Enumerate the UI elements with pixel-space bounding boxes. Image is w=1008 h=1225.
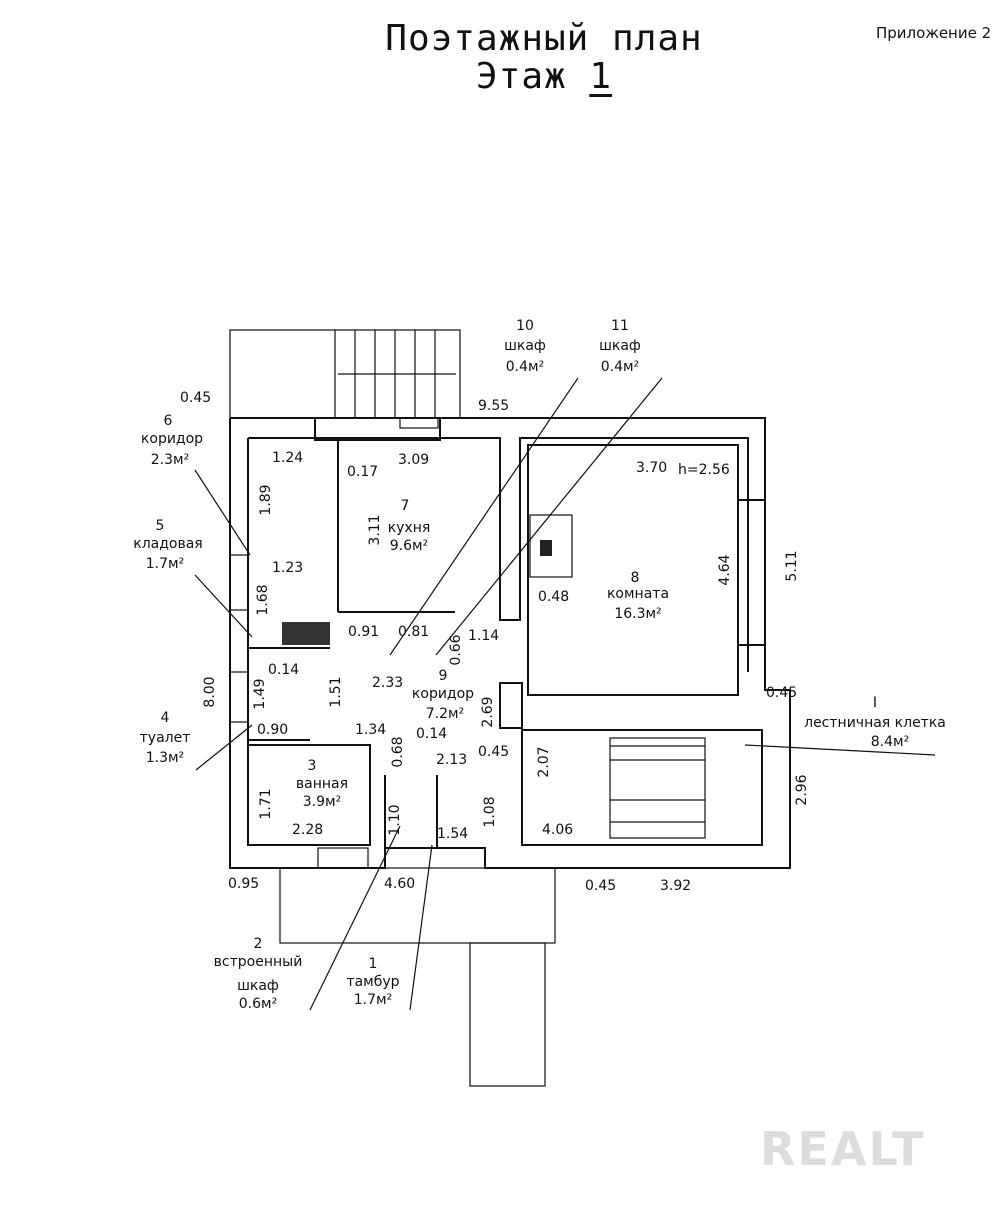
dimension: 4.64 [717,554,733,585]
room-4-number: 4 [161,710,170,726]
dimension: 0.45 [478,744,509,760]
dimension: 0.14 [268,662,299,678]
dimension: 0.81 [398,624,429,640]
watermark: REALT [760,1122,926,1176]
room-2-number: 2 [254,936,263,952]
floor-title: Этаж 1 [0,56,1008,97]
room-11-name: шкаф [599,338,641,354]
dimension: 1.68 [255,584,271,615]
floor-number: 1 [589,56,613,97]
dimension: 2.07 [536,746,552,777]
dimension: 4.06 [542,822,573,838]
room-4-name: туалет [140,730,191,746]
north-stair [334,330,456,418]
dimension: 0.45 [766,685,797,701]
dimension: 0.45 [180,390,211,406]
room-6-number: 6 [164,413,173,429]
dimension: 1.89 [258,484,274,515]
dimension-labels: 0.45 9.55 1.24 0.17 3.09 3.70 h=2.56 1.8… [180,390,810,894]
room-8-area: 16.3м² [614,606,661,622]
dimension: 1.08 [482,796,498,827]
dimension: 2.96 [794,774,810,805]
room-3-area: 3.9м² [303,794,341,810]
dimension: 0.91 [348,624,379,640]
room-5-name: кладовая [133,536,202,552]
room-7-number: 7 [401,498,410,514]
room-10-area: 0.4м² [506,359,544,375]
room-3-name: ванная [296,776,348,792]
dimension: 5.11 [784,550,800,581]
room-2-name-line1: встроенный [214,954,303,970]
room-10-number: 10 [516,318,534,334]
dimension: 1.23 [272,560,303,576]
dimension: 1.54 [437,826,468,842]
appendix-label: Приложение 2 [876,24,992,42]
room-11-number: 11 [611,318,629,334]
dimension: 2.69 [480,696,496,727]
dimension: 1.10 [387,804,403,835]
page-title: Поэтажный план [385,18,703,59]
walls [194,329,936,1087]
dimension: 1.71 [258,788,274,819]
dimension: 1.24 [272,450,303,466]
dimension: 1.49 [252,678,268,709]
room-6-area: 2.3м² [151,452,189,468]
room-labels: 1 тамбур 1.7м² 2 встроенный шкаф 0.6м² 3… [133,318,946,1012]
dimension: 1.34 [355,722,386,738]
room-2-area: 0.6м² [239,996,277,1012]
room-1-number: 1 [369,956,378,972]
room-5-number: 5 [156,518,165,534]
dimension: 9.55 [478,398,509,414]
dimension: 3.70 [636,460,667,476]
room-6-name: коридор [141,431,203,447]
dimension: 2.28 [292,822,323,838]
dimension: 4.60 [384,876,415,892]
room-10-name: шкаф [504,338,546,354]
dimension: 1.51 [328,676,344,707]
dimension: 0.66 [448,634,464,665]
room-I-name: лестничная клетка [804,715,946,731]
dimension: 0.95 [228,876,259,892]
room-11-area: 0.4м² [601,359,639,375]
dimension: 0.90 [257,722,288,738]
room-2-name-line2: шкаф [237,978,279,994]
dimension: 3.09 [398,452,429,468]
dimension: 1.14 [468,628,499,644]
room-5-area: 1.7м² [146,556,184,572]
room-8-name: комната [607,586,669,602]
room-7-name: кухня [388,520,431,536]
room-3-number: 3 [308,758,317,774]
room-7-area: 9.6м² [390,538,428,554]
room-1-area: 1.7м² [354,992,392,1008]
room-9-name: коридор [412,686,474,702]
room-1-name: тамбур [346,974,399,990]
dimension: 0.68 [390,736,406,767]
dimension: 0.14 [416,726,447,742]
dimension: 2.13 [436,752,467,768]
floor-title-prefix: Этаж [475,56,590,97]
dimension: 3.92 [660,878,691,894]
room-9-number: 9 [439,668,448,684]
dimension: h=2.56 [678,462,730,478]
room-I-number: I [873,695,877,711]
dimension: 3.11 [367,514,383,545]
room-I-area: 8.4м² [871,734,909,750]
dimension: 0.48 [538,589,569,605]
dimension: 2.33 [372,675,403,691]
dimension: 0.17 [347,464,378,480]
room-4-area: 1.3м² [146,750,184,766]
dimension: 8.00 [202,676,218,707]
room-9-area: 7.2м² [426,706,464,722]
room-8-number: 8 [631,570,640,586]
dimension: 0.45 [585,878,616,894]
